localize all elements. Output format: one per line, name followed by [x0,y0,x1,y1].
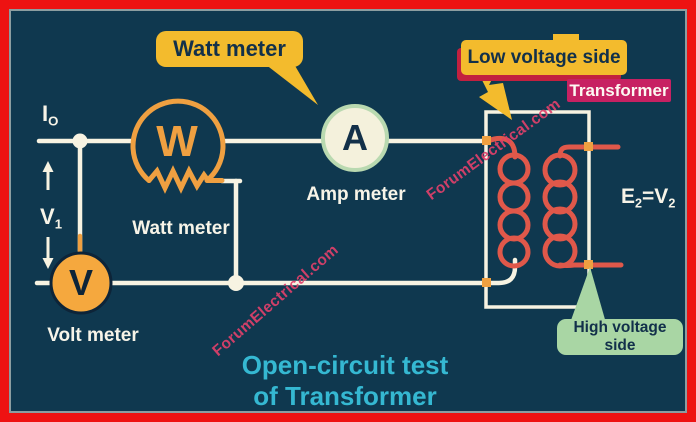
amp-meter-caption: Amp meter [306,184,406,205]
watt-bubble-tail [265,64,318,105]
primary-coil-turn [497,235,531,269]
v1-sub: 1 [54,216,63,232]
v1-base: V [40,204,55,229]
terminal-tick [482,136,491,145]
io-sub: O [48,113,59,129]
low-voltage-callout: Low voltage side [461,40,627,75]
volt-meter-caption: Volt meter [47,325,139,346]
primary-coil-turn [497,208,531,242]
title-line-1: Open-circuit test [241,350,449,380]
watt-meter-callout: Watt meter [156,31,303,67]
watt-meter-symbol [130,98,226,194]
volt-meter-letter: V [68,262,93,303]
secondary-coil-turn [542,179,578,215]
terminal-tick [482,278,491,287]
v1-arrows [42,161,54,269]
secondary-coil-lead-bottom [557,262,624,268]
secondary-coil-turn [542,152,578,188]
e2-sub: 2 [635,196,643,211]
low-voltage-callout-tab [553,34,579,42]
amp-meter-symbol [321,104,389,172]
circuit-graphics [34,64,624,323]
arrow-up-head [42,161,54,172]
watt-meter-letter: W [156,117,198,166]
coils [485,136,624,269]
volt-meter-symbol [49,251,113,315]
primary-coil-turn [497,180,531,214]
terminal-ticks [482,136,593,287]
arrow-down-head [42,258,54,269]
title-line-2: of Transformer [253,381,437,411]
terminal-tick [584,142,593,151]
secondary-coil-turn [542,206,578,242]
amp-meter-letter: A [342,117,368,158]
terminal-tick [584,260,593,269]
diagram-title: Open-circuit test of Transformer [145,350,545,412]
high-voltage-callout: High voltage side [557,319,683,355]
v2: =V [642,185,669,208]
v2-sub: 2 [668,196,676,211]
e2-v2-label: E2=V2 [621,185,676,211]
watt-meter-caption: Watt meter [132,218,230,239]
watt-meter-resistor-icon [146,165,225,194]
transformer-box [484,110,591,309]
transformer-tag: Transformer [567,79,671,102]
io-current-label: IO [42,102,58,128]
junction-dot [228,275,244,291]
watt-meter-circle [130,98,226,183]
io-base: I [42,101,49,126]
low-voltage-lightning-tail [476,68,512,120]
junction-dot [72,133,88,149]
e2: E [621,185,636,208]
v1-voltage-label: V1 [40,205,62,231]
high-voltage-tail [570,267,606,323]
